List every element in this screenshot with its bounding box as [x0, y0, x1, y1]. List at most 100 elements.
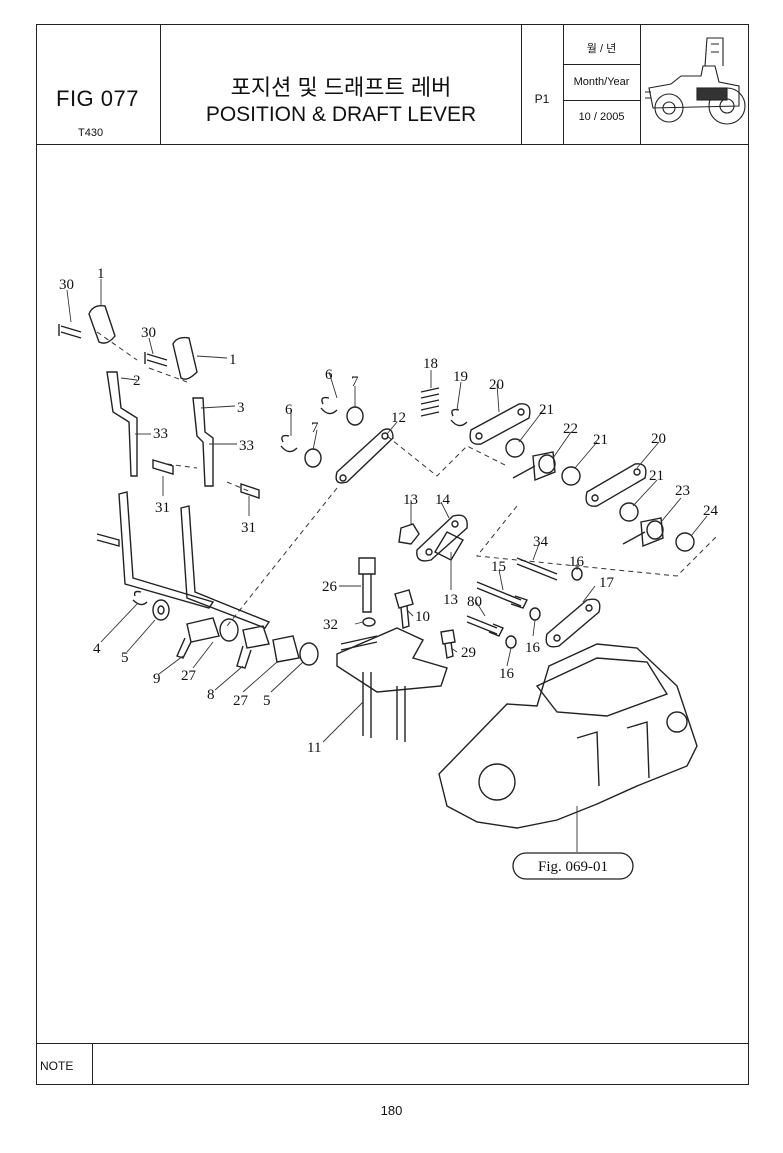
note-divider [92, 1043, 93, 1085]
housing-top [535, 657, 669, 717]
pin-head [538, 454, 556, 474]
bolt [394, 589, 414, 629]
assembly-line [226, 487, 338, 627]
bolt [358, 557, 376, 613]
callout: 19 [453, 369, 468, 385]
callout: 32 [323, 617, 338, 633]
header-divider-1 [160, 24, 161, 144]
month-year-label: Month/Year [573, 76, 630, 88]
callout: 26 [322, 579, 338, 595]
callout: 16 [525, 640, 541, 656]
washer [505, 438, 525, 458]
lever-grip [88, 304, 116, 344]
title-korean: 포지션 및 드래프트 레버 [230, 75, 452, 100]
header-divider-3 [563, 24, 564, 144]
stud-bolt [466, 615, 504, 637]
header-divider-4 [640, 24, 641, 144]
callout: 21 [593, 432, 608, 448]
long-lever [180, 505, 271, 629]
washer [505, 635, 517, 649]
lever-bracket [106, 371, 138, 477]
callout: 17 [599, 575, 615, 591]
assembly-line [476, 505, 718, 577]
bolt [440, 629, 456, 659]
washer [675, 532, 695, 552]
bracket-assembly [336, 627, 448, 693]
washer [304, 448, 322, 468]
bolt [240, 483, 260, 499]
screw [144, 352, 168, 367]
plate-hole [553, 634, 561, 642]
month-year-rule-1 [563, 64, 640, 65]
callout: 15 [491, 559, 506, 575]
pin [512, 451, 556, 482]
assembly-line [226, 481, 252, 493]
callout: 7 [351, 374, 359, 390]
page-frame [36, 24, 749, 1085]
lever-arm [236, 645, 252, 669]
callout: 12 [391, 410, 406, 426]
callout: 33 [239, 438, 254, 454]
callout: 30 [141, 325, 156, 341]
page-code: P1 [534, 92, 550, 106]
callout: 27 [233, 693, 249, 709]
bracket-rods [362, 672, 406, 742]
washer [529, 607, 541, 621]
lever-grip [172, 336, 198, 380]
transmission-housing [438, 643, 698, 829]
callout: 11 [307, 740, 321, 756]
callout: 5 [263, 693, 271, 709]
fig-number: FIG 077 [56, 86, 139, 111]
snap-ring [280, 434, 298, 453]
reference-label: Fig. 069-01 [538, 859, 608, 875]
stud-bolt [516, 557, 558, 581]
callout: 31 [155, 500, 170, 516]
snap-ring [320, 396, 338, 415]
stud-bolt [476, 581, 528, 609]
callout: 27 [181, 668, 197, 684]
housing-port [666, 711, 688, 733]
callout: 31 [241, 520, 256, 536]
callout: 21 [539, 402, 554, 418]
plate-hole [451, 520, 459, 528]
assembly-line [96, 331, 138, 361]
callout: 3 [237, 400, 245, 416]
callout: 5 [121, 650, 129, 666]
link-hole [517, 408, 525, 416]
link-hole [339, 474, 347, 482]
exploded-parts-diagram: Fig. 069-01 1 30 30 1 2 3 33 33 31 31 6 … [58, 266, 719, 880]
month-year-korean: 월 / 년 [586, 43, 617, 55]
callout: 10 [415, 609, 430, 625]
note-label: NOTE [40, 1059, 74, 1073]
callout: 16 [499, 666, 515, 682]
month-year-rule-2 [563, 100, 640, 101]
callout: 8 [207, 687, 215, 703]
note-top-rule [36, 1043, 749, 1044]
washer [152, 599, 170, 621]
callout-labels: 1 30 30 1 2 3 33 33 31 31 6 7 6 7 12 18 … [59, 266, 719, 756]
title-english: POSITION & DRAFT LEVER [205, 103, 477, 126]
bushing [219, 618, 239, 642]
callout: 1 [229, 352, 237, 368]
washer [362, 617, 376, 627]
snap-ring [132, 590, 148, 606]
washer-hole [157, 605, 165, 615]
bolt [152, 459, 174, 475]
link-hole [475, 432, 483, 440]
callout: 29 [461, 645, 476, 661]
washer [619, 502, 639, 522]
link-hole [633, 468, 641, 476]
washer [561, 466, 581, 486]
washer [346, 406, 364, 426]
callout: 4 [93, 641, 101, 657]
callout: 18 [423, 356, 438, 372]
link-plate [469, 403, 531, 445]
link-plate [335, 428, 394, 484]
callout: 14 [435, 492, 451, 508]
callout: 33 [153, 426, 168, 442]
lever-bracket [192, 397, 214, 487]
callout: 13 [403, 492, 418, 508]
link-plate [585, 463, 647, 507]
assembly-line [148, 367, 188, 383]
callout-leaders [66, 279, 708, 743]
